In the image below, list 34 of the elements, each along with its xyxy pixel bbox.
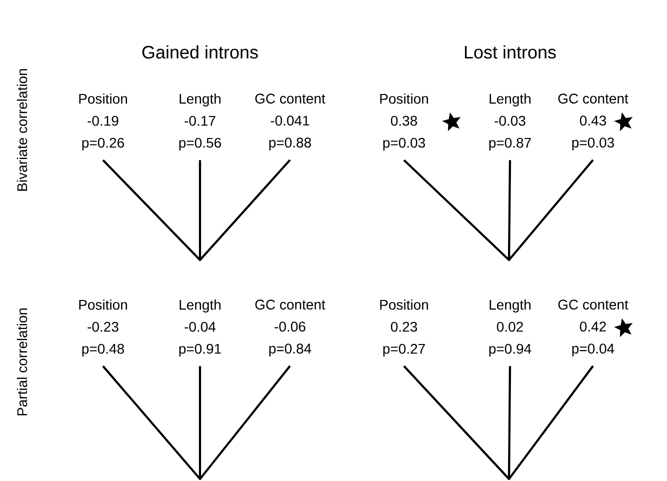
column-title: Lost introns: [464, 45, 556, 59]
correlation-text: GC content 0.43 p=0.03: [558, 94, 628, 150]
correlation-text: GC content -0.041 p=0.88: [255, 94, 326, 150]
correlation-text: Position 0.38 p=0.03: [380, 93, 428, 151]
line: [199, 159, 291, 261]
line: [508, 366, 512, 479]
junction-point: [508, 478, 510, 480]
correlation-text: Length -0.17 p=0.56: [179, 93, 221, 151]
row-label: Partial correlation: [16, 308, 28, 416]
line: [198, 160, 202, 260]
junction-point: [508, 258, 510, 262]
line: [199, 365, 291, 480]
star-icon: [614, 318, 633, 338]
star-icon: [442, 112, 461, 132]
line: [198, 366, 202, 479]
correlation-text: Length -0.04 p=0.91: [179, 299, 221, 357]
correlation-text: Length 0.02 p=0.94: [489, 299, 532, 357]
line: [508, 160, 512, 260]
row-label: Bivariate correlation: [16, 69, 28, 191]
junction-point: [198, 478, 202, 480]
column-title: Gained introns: [142, 45, 258, 59]
correlation-text: Position 0.23 p=0.27: [380, 299, 428, 357]
correlation-text: GC content 0.42 p=0.04: [558, 300, 628, 356]
line: [403, 365, 510, 480]
star-icon: [614, 112, 633, 132]
line: [508, 365, 594, 480]
line: [403, 159, 510, 261]
line: [508, 159, 594, 261]
line: [102, 159, 201, 261]
correlation-text: Position -0.23 p=0.48: [79, 299, 127, 357]
line: [102, 365, 201, 480]
correlation-text: GC content -0.06 p=0.84: [255, 300, 326, 356]
correlation-text: Length -0.03 p=0.87: [489, 93, 531, 151]
correlation-text: Position -0.19 p=0.26: [79, 93, 127, 151]
